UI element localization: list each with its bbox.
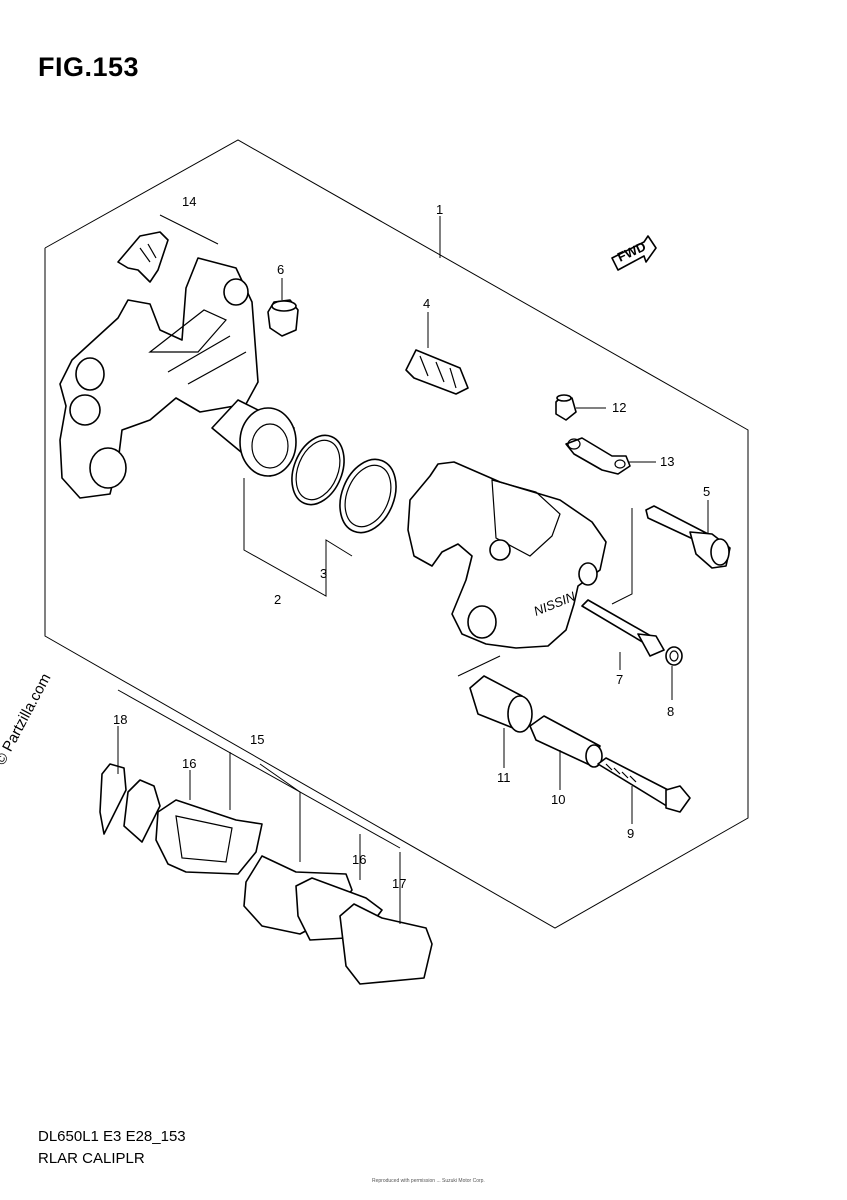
callout-3: 3 xyxy=(320,566,327,581)
callout-6: 6 xyxy=(277,262,284,277)
pad-spring-part-4 xyxy=(405,349,469,395)
callout-8: 8 xyxy=(667,704,674,719)
bleeder-valve-part-12 xyxy=(555,394,577,421)
pad-spring-part-14 xyxy=(117,214,219,283)
callout-7: 7 xyxy=(616,672,623,687)
bushing-part-11 xyxy=(469,675,533,733)
callout-13: 13 xyxy=(660,454,674,469)
bolt-part-9 xyxy=(597,757,691,813)
boot-part-8 xyxy=(665,646,683,666)
callout-5: 5 xyxy=(703,484,710,499)
callout-14: 14 xyxy=(182,194,196,209)
footer-code: DL650L1 E3 E28_153 xyxy=(38,1128,186,1145)
brake-pads-parts-15-16-17-18 xyxy=(99,763,433,985)
figure-title: FIG.153 xyxy=(38,52,140,82)
assembly-boundary xyxy=(44,139,749,929)
callout-9: 9 xyxy=(627,826,634,841)
callout-15: 15 xyxy=(250,732,264,747)
tiny-print: Reproduced with permission ... Suzuki Mo… xyxy=(372,1178,485,1184)
callout-18: 18 xyxy=(113,712,127,727)
leader-2-3 xyxy=(243,478,353,597)
callout-11: 11 xyxy=(497,770,511,785)
caliper-bracket xyxy=(59,257,259,499)
slide-pin-part-5 xyxy=(645,505,731,569)
callout-10: 10 xyxy=(551,792,565,807)
callout-4: 4 xyxy=(423,296,430,311)
callout-16-a: 16 xyxy=(182,756,196,771)
slide-bolt-part-7 xyxy=(581,599,665,657)
boot-part-6 xyxy=(267,299,299,337)
callout-16-b: 16 xyxy=(352,852,366,867)
callout-17: 17 xyxy=(392,876,406,891)
footer-name: RLAR CALIPLR xyxy=(38,1150,145,1167)
seal-rings-part-3 xyxy=(291,434,397,534)
leader-caliper-bolt xyxy=(611,508,633,605)
leader-pads-group xyxy=(117,726,401,924)
caliper-body: NISSIN xyxy=(407,461,607,649)
piston-part-2 xyxy=(211,399,297,477)
leader-caliper-to-bushing xyxy=(457,655,501,677)
callout-12: 12 xyxy=(612,400,626,415)
callout-2: 2 xyxy=(274,592,281,607)
callout-1: 1 xyxy=(436,202,443,217)
forward-arrow-icon: FWD xyxy=(611,235,657,271)
bleeder-cap-part-13 xyxy=(565,437,631,475)
pad-group-boundary xyxy=(117,689,401,849)
sleeve-part-10 xyxy=(529,715,603,768)
